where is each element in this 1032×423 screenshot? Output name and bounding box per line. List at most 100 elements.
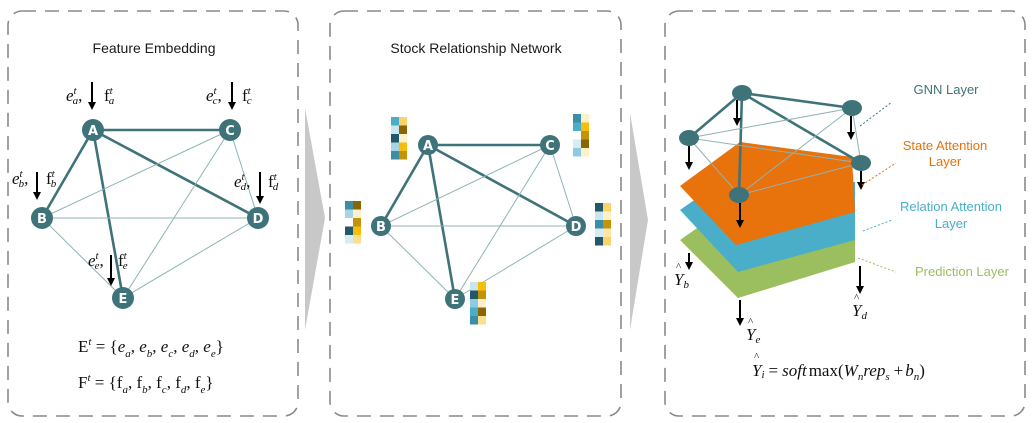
feature-cell bbox=[581, 148, 589, 157]
svg-text:C: C bbox=[225, 124, 235, 139]
gnn-node bbox=[679, 130, 699, 146]
panel-stock-relationship-network bbox=[329, 10, 622, 417]
feature-cell bbox=[478, 290, 486, 299]
relation-attention-label: Relation Attention bbox=[900, 199, 1002, 214]
edge-weak bbox=[549, 144, 577, 227]
svg-text:Et = {ea, eb, ec, ed, ee}: Et = {ea, eb, ec, ed, ee} bbox=[78, 336, 224, 360]
feature-cell bbox=[391, 134, 399, 143]
feature-cell bbox=[573, 139, 581, 148]
feature-cell bbox=[353, 226, 361, 235]
equation-f-set: Ft = {fa, fb, fc, fd, fe} bbox=[78, 372, 214, 396]
graph-edges bbox=[379, 143, 578, 301]
feature-cell bbox=[391, 142, 399, 151]
svg-text:ete,: ete, bbox=[88, 250, 104, 272]
gnn-node bbox=[851, 155, 871, 171]
svg-text:Yb: Yb bbox=[674, 270, 689, 291]
feature-cell bbox=[345, 235, 353, 244]
svg-text:B: B bbox=[376, 220, 386, 235]
output-y-b: Yb ^ bbox=[674, 261, 689, 291]
edge-weak bbox=[738, 162, 862, 196]
svg-text:E: E bbox=[119, 292, 128, 307]
relation-attention-leader bbox=[862, 219, 893, 232]
node-e: E bbox=[112, 287, 134, 309]
node-d: D bbox=[247, 207, 269, 229]
edge-weak bbox=[688, 107, 853, 139]
svg-text:Ft = {fa, fb, fc, fd, fe}: Ft = {fa, fb, fc, fd, fe} bbox=[78, 372, 214, 396]
node-b: B bbox=[371, 216, 391, 236]
feature-cell bbox=[478, 307, 486, 316]
feature-cell bbox=[573, 148, 581, 157]
feature-cell bbox=[603, 203, 611, 212]
feature-cell bbox=[595, 237, 603, 246]
feature-cell bbox=[391, 151, 399, 160]
edge-strong bbox=[91, 128, 125, 300]
edge-strong bbox=[737, 91, 744, 197]
svg-text:D: D bbox=[571, 220, 582, 235]
edge-strong bbox=[379, 143, 430, 228]
svg-text:A: A bbox=[423, 139, 433, 154]
feature-cell bbox=[345, 218, 353, 227]
graph-nodes: A B C D E bbox=[31, 119, 269, 309]
feature-cell bbox=[345, 209, 353, 218]
svg-text:etd,: etd, bbox=[234, 171, 250, 193]
feature-cell bbox=[470, 316, 478, 325]
feature-cell bbox=[399, 134, 407, 143]
svg-text:^: ^ bbox=[676, 261, 682, 273]
feature-cell bbox=[470, 290, 478, 299]
gnn-node bbox=[842, 100, 862, 116]
node-d: D bbox=[566, 216, 586, 236]
relation-attention-label-line2: Layer bbox=[935, 216, 968, 231]
state-attention-label: State Attention bbox=[903, 138, 988, 153]
svg-text:eta,: eta, bbox=[66, 85, 82, 107]
feature-cell bbox=[573, 122, 581, 131]
feature-cell bbox=[391, 117, 399, 126]
gnn-leader bbox=[859, 101, 893, 127]
edge-weak bbox=[454, 144, 551, 300]
feature-cell bbox=[470, 307, 478, 316]
panel-feature-embedding bbox=[7, 10, 299, 417]
feature-cell bbox=[595, 211, 603, 220]
feature-cell bbox=[581, 139, 589, 148]
svg-text:B: B bbox=[37, 212, 47, 227]
feature-grid-c bbox=[573, 114, 589, 157]
edge-weak bbox=[688, 137, 740, 196]
svg-text:A: A bbox=[88, 124, 98, 139]
feature-cell bbox=[353, 218, 361, 227]
prediction-output-arrows bbox=[685, 253, 864, 326]
edge-weak bbox=[229, 129, 259, 219]
feature-cell bbox=[391, 125, 399, 134]
svg-text:Ye: Ye bbox=[746, 325, 760, 346]
feature-cell bbox=[603, 220, 611, 229]
feature-cell bbox=[399, 125, 407, 134]
feature-cell bbox=[581, 114, 589, 123]
node-c: C bbox=[219, 119, 241, 141]
feature-cell bbox=[470, 282, 478, 291]
node-output-arrows bbox=[685, 100, 865, 228]
edge-strong bbox=[740, 91, 863, 165]
edge-strong bbox=[91, 128, 260, 220]
edge-weak bbox=[738, 107, 853, 196]
svg-text:etb,: etb, bbox=[12, 168, 28, 190]
output-y-d: Yd ^ bbox=[852, 292, 867, 322]
svg-text:E: E bbox=[451, 293, 460, 308]
graph-edges bbox=[40, 128, 260, 300]
gnn-layer-label: GNN Layer bbox=[913, 82, 979, 97]
edge-weak bbox=[122, 217, 259, 299]
feature-grid-b bbox=[345, 201, 361, 244]
feature-cell bbox=[478, 299, 486, 308]
feature-cell bbox=[353, 201, 361, 210]
panel-model-layers bbox=[664, 10, 1026, 417]
prediction-leader bbox=[857, 257, 897, 273]
node-e: E bbox=[445, 289, 465, 309]
output-y-e: Ye ^ bbox=[746, 316, 760, 346]
edge-weak bbox=[688, 137, 862, 164]
edge-weak bbox=[380, 144, 551, 227]
feature-grid-d bbox=[595, 203, 611, 246]
feature-cell bbox=[603, 237, 611, 246]
edge-weak bbox=[851, 107, 862, 164]
